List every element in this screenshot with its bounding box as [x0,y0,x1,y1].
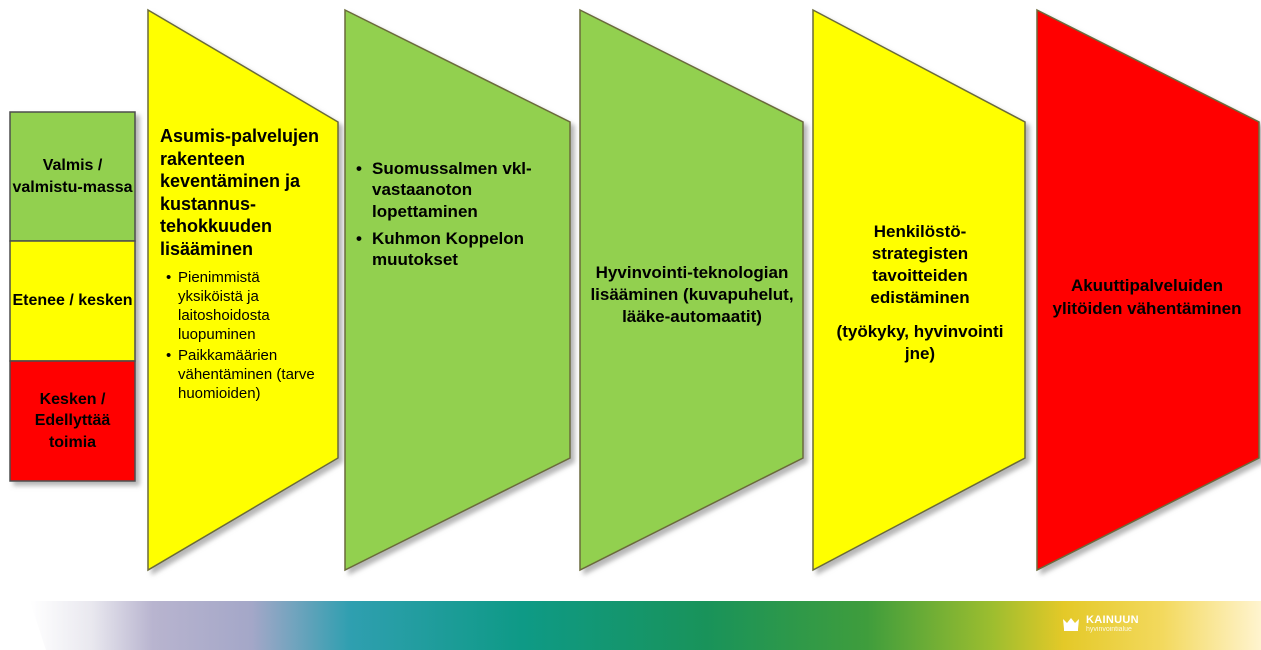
step-3-text: Hyvinvointi-teknologian lisääminen (kuva… [588,225,796,365]
logo-subtitle: hyvinvointialue [1086,626,1132,633]
legend-boxes [9,111,136,482]
kainuun-logo: KAINUUN hyvinvointialue [1062,615,1139,633]
step-4-text: Henkilöstö-strategisten tavoitteiden edi… [832,208,1008,378]
step-shape-4 [812,8,1026,572]
step-2-bullet: Suomussalmen vkl-vastaanoton lopettamine… [356,158,561,222]
step-3-title: Hyvinvointi-teknologian lisääminen (kuva… [590,262,794,327]
step-shape-5 [1036,8,1260,572]
crown-logo-icon [1063,618,1079,631]
step-1-text: Asumis-palvelujen rakenteen keventäminen… [160,125,320,405]
step-2-bullet: Kuhmon Koppelon muutokset [356,228,561,271]
step-1-bullets: Pienimmistä yksiköistä ja laitoshoidosta… [160,268,320,403]
gradient-band [30,601,1261,650]
legend-label-done: Valmis / valmistu-massa [12,156,133,196]
step-shape-3 [579,8,804,572]
step-2-bullets: Suomussalmen vkl-vastaanoton lopettamine… [356,158,561,270]
step-5-title: Akuuttipalveluiden ylitöiden vähentämine… [1052,276,1242,318]
step-4-title: Henkilöstö-strategisten tavoitteiden edi… [870,221,970,307]
legend-box-done [9,111,136,242]
legend-label-progress: Etenee / kesken [12,292,133,310]
step-4-subtitle: (työkyky, hyvinvointi jne) [836,322,1004,364]
step-1-bullet: Paikkamäärien vähentäminen (tarve huomio… [166,346,320,403]
step-2-text: Suomussalmen vkl-vastaanoton lopettamine… [356,158,561,276]
logo-name: KAINUUN [1086,614,1139,626]
legend-label-blocked: Kesken / Edellyttää toimia [34,390,111,451]
step-1-bullet: Pienimmistä yksiköistä ja laitoshoidosta… [166,268,320,344]
legend-box-blocked [9,360,136,482]
step-shape-2 [344,8,571,572]
step-5-text: Akuuttipalveluiden ylitöiden vähentämine… [1040,250,1254,345]
step-1-title: Asumis-palvelujen rakenteen keventäminen… [160,126,320,259]
